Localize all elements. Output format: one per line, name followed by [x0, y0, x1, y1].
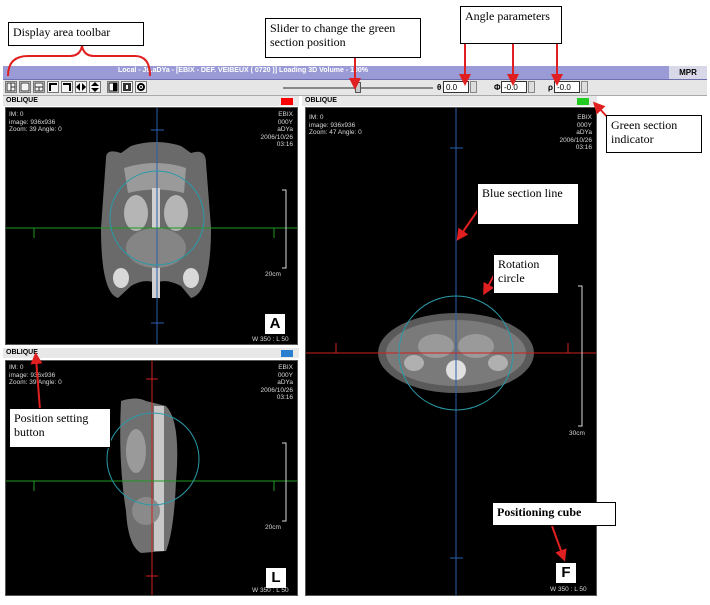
scale-label: 20cm	[265, 524, 281, 531]
red-section-indicator	[281, 97, 293, 105]
panel-label: OBLIQUE	[6, 349, 38, 356]
image-info-right: EBIX 000Y aDYa 2006/10/26 03:16	[260, 111, 293, 149]
info-line: 000Y	[277, 371, 293, 379]
window-level: W 350 : L 50	[550, 586, 587, 593]
phi-spinner[interactable]	[528, 81, 535, 93]
coronal-scan-image	[6, 108, 297, 344]
image-info-right: EBIX 000Y aDYa 2006/10/26 03:16	[559, 114, 592, 152]
layout-1x1-icon	[20, 82, 30, 92]
callout-slider: Slider to change the green section posit…	[265, 18, 421, 58]
bottom-left-view[interactable]: IM: 0 image: 936x936 Zoom: 39 Angle: 0 E…	[5, 360, 298, 596]
info-line: 000Y	[576, 121, 592, 129]
phi-label: Φ	[494, 83, 501, 92]
info-line: 03:16	[575, 144, 592, 151]
bottom-left-panel-header: OBLIQUE	[3, 348, 299, 358]
rho-label: ρ	[548, 83, 553, 92]
info-line: aDYa	[576, 129, 592, 136]
info-line: image: 936x936	[9, 371, 56, 379]
info-line: EBIX	[278, 111, 293, 118]
settings-icon	[137, 83, 145, 91]
info-line: Zoom: 39 Angle: 0	[9, 126, 62, 133]
image-info-left: IM: 0 image: 936x936 Zoom: 39 Angle: 0	[9, 364, 62, 387]
axial-scan-image	[306, 108, 596, 595]
vertical-arrows-icon	[91, 82, 99, 92]
info-line: 000Y	[277, 118, 293, 126]
corner-right-button[interactable]	[61, 81, 73, 93]
info-line: EBIX	[278, 364, 293, 371]
contrast-icon	[108, 82, 118, 92]
layout-1x1-button[interactable]	[19, 81, 31, 93]
layout-1x2-button[interactable]	[5, 81, 17, 93]
settings-button[interactable]	[135, 81, 147, 93]
contrast-button[interactable]	[107, 81, 119, 93]
vertical-arrows-button[interactable]	[89, 81, 101, 93]
scale-label: 30cm	[569, 430, 585, 437]
info-line: IM: 0	[309, 114, 324, 121]
rho-input[interactable]: -0.0	[554, 81, 580, 93]
top-left-panel-header: OBLIQUE	[3, 96, 299, 106]
info-button[interactable]	[121, 81, 133, 93]
info-line: EBIX	[577, 114, 592, 121]
display-area-toolbar: θ 0.0 Φ -0.0 ρ -0.0	[3, 80, 707, 96]
info-line: Zoom: 39 Angle: 0	[9, 379, 62, 386]
corner-left-button[interactable]	[47, 81, 59, 93]
callout-green-indicator: Green section indicator	[606, 115, 702, 153]
blue-section-indicator	[281, 349, 293, 357]
window-level: W 350 : L 50	[252, 336, 289, 343]
info-line: 2006/10/26	[559, 136, 592, 144]
info-icon	[123, 83, 131, 91]
layout-2x1-button[interactable]	[33, 81, 45, 93]
panel-label: OBLIQUE	[305, 97, 337, 104]
info-line: 03:16	[276, 394, 293, 401]
corner-right-icon	[63, 83, 71, 91]
callout-angle-parameters: Angle parameters	[460, 6, 562, 44]
theta-label: θ	[437, 83, 442, 92]
callout-display-toolbar: Display area toolbar	[8, 22, 144, 46]
info-line: aDYa	[277, 126, 293, 133]
theta-spinner[interactable]	[470, 81, 477, 93]
image-info-right: EBIX 000Y aDYa 2006/10/26 03:16	[260, 364, 293, 402]
info-line: 2006/10/26	[260, 133, 293, 141]
panel-label: OBLIQUE	[6, 97, 38, 104]
info-line: Zoom: 47 Angle: 0	[309, 129, 362, 136]
positioning-cube[interactable]: F	[556, 563, 576, 583]
callout-positioning-cube: Positioning cube	[492, 502, 616, 526]
info-line: aDYa	[277, 379, 293, 386]
green-section-indicator	[577, 97, 589, 105]
info-line: IM: 0	[9, 364, 24, 371]
info-line: 2006/10/26	[260, 386, 293, 394]
scale-label: 20cm	[265, 271, 281, 278]
info-line: image: 936x936	[309, 121, 356, 129]
window-level: W 350 : L 50	[252, 587, 289, 594]
positioning-cube[interactable]: A	[265, 314, 285, 334]
layout-2x1-icon	[34, 82, 44, 92]
image-info-left: IM: 0 image: 936x936 Zoom: 39 Angle: 0	[9, 111, 62, 134]
info-line: 03:16	[276, 141, 293, 148]
layout-1x2-icon	[6, 82, 16, 92]
callout-position-setting-button: Position setting button	[9, 408, 111, 448]
right-panel-header: OBLIQUE	[302, 96, 597, 106]
top-left-view[interactable]: IM: 0 image: 936x936 Zoom: 39 Angle: 0 E…	[5, 107, 298, 345]
horizontal-arrows-icon	[76, 83, 86, 91]
info-line: IM: 0	[9, 111, 24, 118]
green-section-slider-thumb[interactable]	[355, 82, 361, 93]
info-line: image: 936x936	[9, 118, 56, 126]
horizontal-arrows-button[interactable]	[75, 81, 87, 93]
window-title: Local - Ju.aDYa - [EBIX - DEF. VEIBEUX (…	[118, 67, 368, 74]
callout-rotation-circle: Rotation circle	[493, 254, 559, 294]
callout-blue-section-line: Blue section line	[477, 183, 579, 225]
window-title-bar: Local - Ju.aDYa - [EBIX - DEF. VEIBEUX (…	[3, 66, 707, 80]
theta-input[interactable]: 0.0	[443, 81, 469, 93]
phi-input[interactable]: -0.0	[501, 81, 527, 93]
rho-spinner[interactable]	[581, 81, 588, 93]
sagittal-scan-image	[6, 361, 297, 595]
image-info-left: IM: 0 image: 936x936 Zoom: 47 Angle: 0	[309, 114, 362, 137]
corner-left-icon	[49, 83, 57, 91]
positioning-cube[interactable]: L	[266, 568, 286, 588]
mpr-tab[interactable]: MPR	[669, 66, 707, 79]
